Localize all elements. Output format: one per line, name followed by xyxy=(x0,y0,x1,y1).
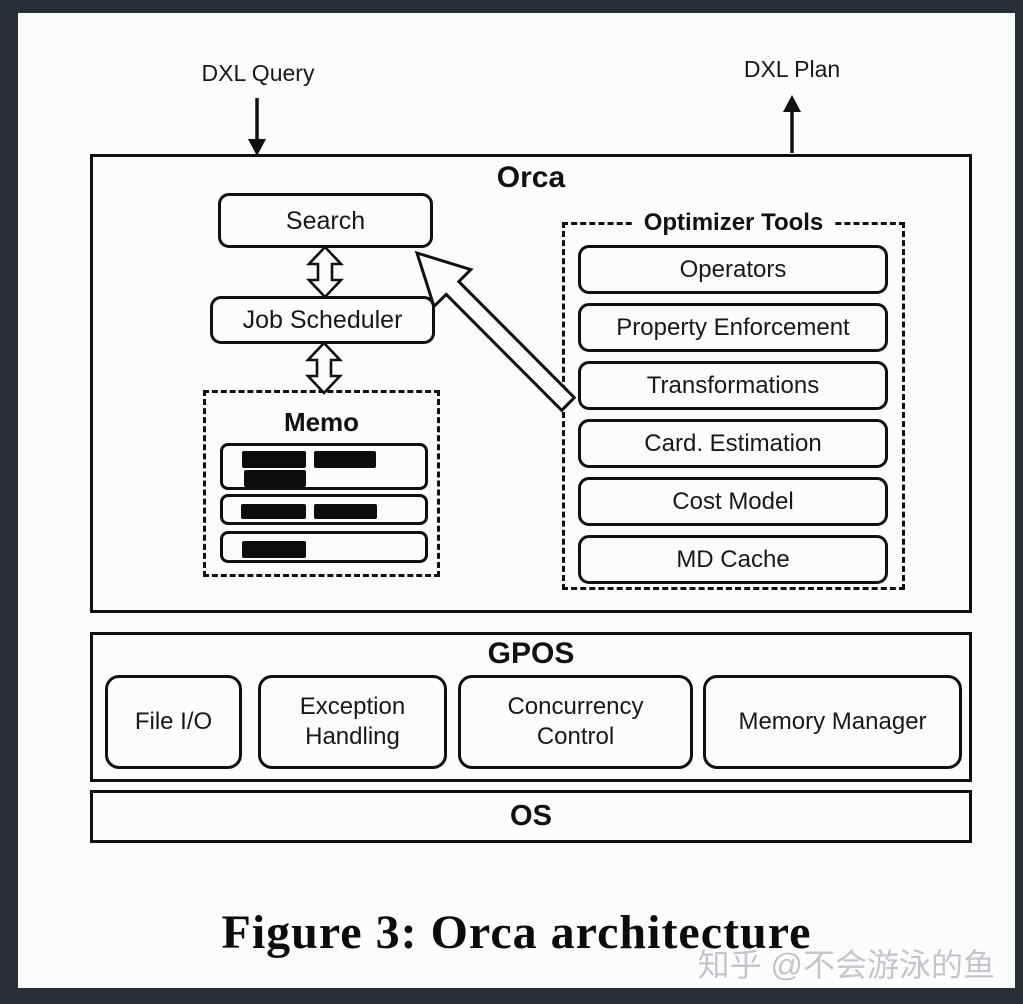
optimizer-item-operators: Operators xyxy=(578,245,888,294)
gpos-item-label: Handling xyxy=(305,723,400,750)
gpos-item-label: File I/O xyxy=(134,708,213,735)
dxl-query-label: DXL Query xyxy=(201,60,315,86)
optimizer-tools-list: Operators Property Enforcement Transform… xyxy=(578,245,888,584)
optimizer-item-property-enforcement: Property Enforcement xyxy=(578,303,888,352)
optimizer-item-label: Transformations xyxy=(646,371,820,399)
search-box: Search xyxy=(218,193,433,248)
job-scheduler-label: Job Scheduler xyxy=(242,306,403,334)
memo-group-bar xyxy=(242,541,306,558)
job-scheduler-box: Job Scheduler xyxy=(210,296,435,344)
memo-group-bar xyxy=(314,451,376,468)
memo-group-bar xyxy=(241,504,306,519)
gpos-item-concurrency-control: Concurrency Control xyxy=(458,675,693,769)
memo-group-bar xyxy=(244,470,306,487)
memo-group-row xyxy=(220,494,428,525)
gpos-item-label: Control xyxy=(536,723,615,750)
optimizer-tools-title: Optimizer Tools xyxy=(631,209,836,237)
optimizer-item-card-estimation: Card. Estimation xyxy=(578,419,888,468)
optimizer-item-label: Property Enforcement xyxy=(616,313,850,341)
optimizer-item-md-cache: MD Cache xyxy=(578,535,888,584)
memo-title: Memo xyxy=(283,407,360,437)
gpos-item-memory-manager: Memory Manager xyxy=(703,675,962,769)
memo-group-bar xyxy=(314,504,377,519)
optimizer-item-label: Card. Estimation xyxy=(644,429,822,457)
gpos-item-file-io: File I/O xyxy=(105,675,242,769)
gpos-item-exception-handling: Exception Handling xyxy=(258,675,447,769)
figure-caption: Figure 3: Orca architecture xyxy=(221,906,812,959)
memo-group-bar xyxy=(242,451,306,468)
os-box: OS xyxy=(90,790,972,843)
gpos-title: GPOS xyxy=(487,637,575,670)
optimizer-item-label: Cost Model xyxy=(672,487,794,515)
optimizer-item-cost-model: Cost Model xyxy=(578,477,888,526)
os-title: OS xyxy=(510,800,552,832)
dxl-plan-label: DXL Plan xyxy=(743,56,841,82)
optimizer-item-label: Operators xyxy=(679,255,787,283)
optimizer-item-label: MD Cache xyxy=(676,545,790,573)
optimizer-tools-box: Optimizer Tools Operators Property Enfor… xyxy=(562,209,905,590)
search-label: Search xyxy=(285,206,366,235)
memo-group-row xyxy=(220,443,428,490)
memo-box: Memo xyxy=(203,390,440,577)
watermark: 知乎 @不会游泳的鱼 xyxy=(697,947,995,983)
memo-group-row xyxy=(220,531,428,563)
gpos-item-label: Exception xyxy=(299,693,406,720)
gpos-item-label: Concurrency xyxy=(507,693,644,720)
optimizer-item-transformations: Transformations xyxy=(578,361,888,410)
gpos-item-label: Memory Manager xyxy=(738,708,927,735)
orca-title: Orca xyxy=(496,161,566,194)
